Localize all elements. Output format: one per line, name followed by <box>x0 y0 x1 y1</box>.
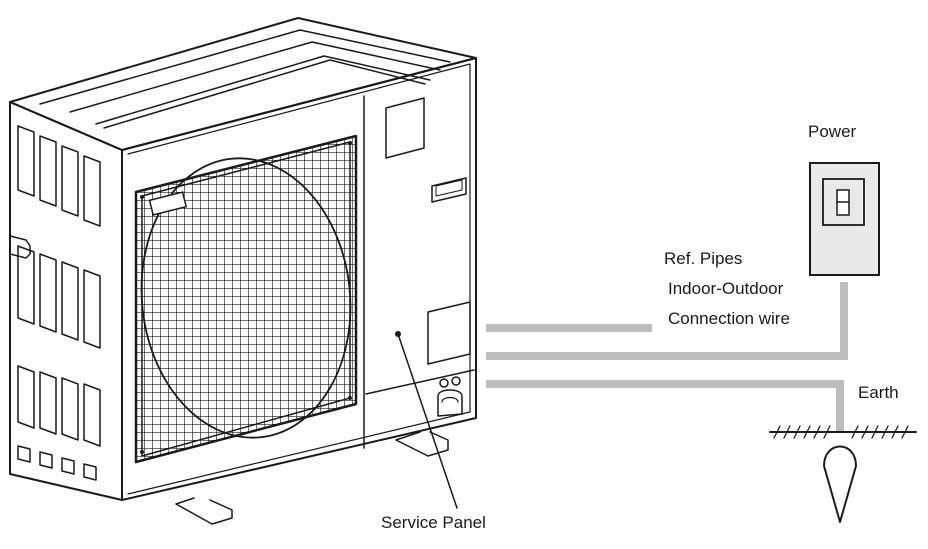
unit-front-inner-border <box>127 63 471 495</box>
ground-stake <box>823 445 857 523</box>
unit-side-face <box>9 101 123 501</box>
grille-handle-slot <box>148 191 188 216</box>
service-panel <box>363 95 475 449</box>
valve-cover <box>437 376 463 417</box>
fan-grille <box>134 134 358 464</box>
unit-foot-front-left <box>175 497 233 525</box>
indoor-outdoor-label: Indoor-Outdoor <box>668 279 784 298</box>
connection-wire-label: Connection wire <box>668 309 790 328</box>
side-vents <box>17 125 101 481</box>
earth-wire <box>486 380 844 432</box>
piping <box>486 282 848 432</box>
grille-screw-bottom-right <box>348 396 352 400</box>
grille-screw-top-right <box>348 141 352 145</box>
power-switch-box <box>809 162 880 276</box>
service-panel-grip <box>431 177 467 203</box>
earth-ground <box>769 425 917 523</box>
service-panel-top-window <box>385 97 425 159</box>
indoor-outdoor-wire <box>486 282 848 360</box>
unit-top-face <box>9 17 477 151</box>
unit-top-rails <box>39 29 451 129</box>
unit-front-face <box>121 57 477 501</box>
service-panel-leader-line <box>397 333 458 509</box>
earth-label: Earth <box>858 383 899 402</box>
ref-pipes-label: Ref. Pipes <box>664 249 742 268</box>
grille-screw-top-left <box>140 195 144 199</box>
grille-screw-bottom-left <box>140 450 144 454</box>
power-label: Power <box>808 122 857 141</box>
side-handle <box>9 235 31 259</box>
service-panel-label: Service Panel <box>381 513 486 532</box>
service-panel-bottom-window <box>427 301 471 365</box>
ground-hatching <box>773 425 909 439</box>
outdoor-unit <box>9 17 477 525</box>
